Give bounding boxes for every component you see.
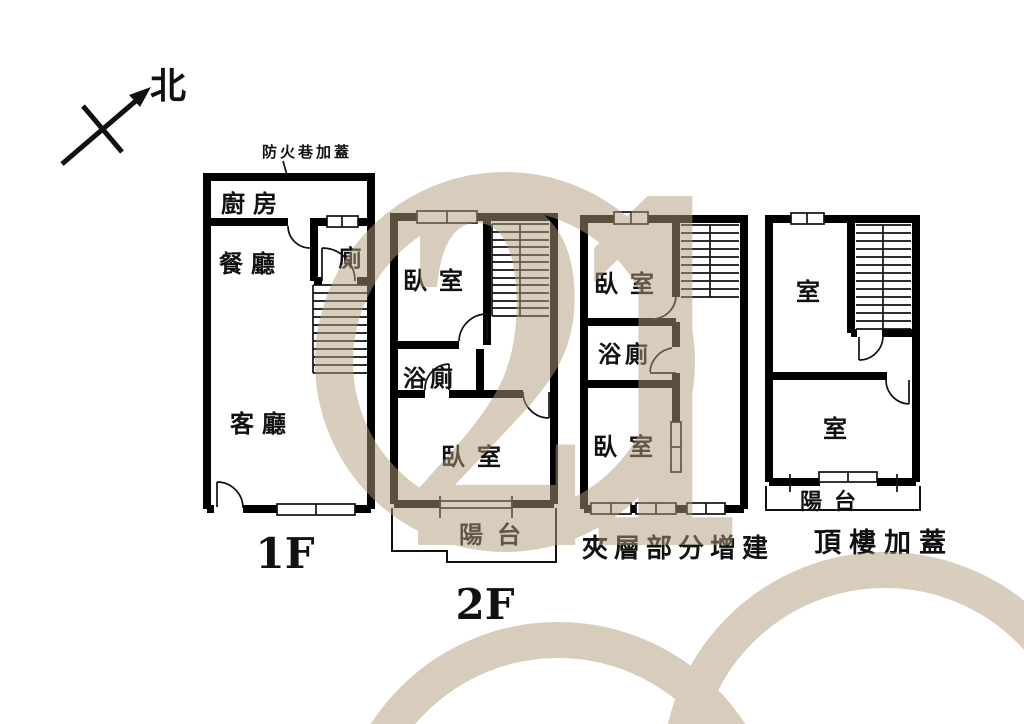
f2-bedroom2-door xyxy=(522,391,550,419)
floor1-label: 1F xyxy=(255,529,314,578)
f2-bathroom-walls xyxy=(394,349,523,398)
watermark: 2 1 xyxy=(315,105,1024,724)
compass-north-label: 北 xyxy=(150,66,186,107)
mz-outer-wall xyxy=(580,215,748,509)
rf-bottom-window xyxy=(789,471,898,492)
watermark-digit-1: 1 xyxy=(559,105,762,657)
f2-bedroom1-door xyxy=(458,313,488,342)
north-arrow-head xyxy=(129,87,151,107)
rf-stair-door xyxy=(858,335,884,361)
rf-balcony-outline xyxy=(765,486,921,511)
f1-kitchen-door xyxy=(287,225,311,249)
dining-label: 餐廳 xyxy=(219,250,283,278)
watermark-ring-bottom-center xyxy=(370,622,746,724)
rf-outer-wall xyxy=(765,215,920,482)
north-arrow-cross xyxy=(81,104,124,154)
rf-room-bottom-label: 室 xyxy=(823,415,847,443)
compass: 北 xyxy=(60,66,186,166)
living-label: 客廳 xyxy=(230,410,294,438)
f2-stairs xyxy=(491,223,549,317)
f2-bedroom-bottom-label: 臥室 xyxy=(441,443,513,471)
f1-kitchen-window xyxy=(326,215,359,228)
mezzanine-label: 夾層部分增建 xyxy=(582,533,774,564)
floor2-label: 2F xyxy=(455,580,514,629)
rooftop-plan: 室 室 陽台 頂樓加蓋 xyxy=(765,212,946,559)
f2-bathroom-label: 浴廁 xyxy=(403,365,457,392)
f1-living-window xyxy=(276,503,356,516)
mz-bathroom-label: 浴廁 xyxy=(598,341,652,368)
rf-balcony-label: 陽台 xyxy=(800,489,868,515)
rf-stair-walls xyxy=(847,219,916,337)
f1-outer-wall xyxy=(203,173,375,509)
fire-lane-annotation: 防火巷加蓋 xyxy=(262,143,352,161)
rf-room-top-label: 室 xyxy=(796,278,820,306)
f2-balcony-outline xyxy=(391,508,557,563)
north-arrow-shaft xyxy=(60,97,140,166)
watermark-ring xyxy=(315,172,695,552)
rf-stairs xyxy=(856,224,911,330)
rf-top-window xyxy=(790,212,825,225)
mz-stairs xyxy=(681,224,739,298)
watermark-ring-bottom-right xyxy=(667,552,1024,724)
watermark-digit-2: 2 xyxy=(399,105,602,657)
annotation-leader-line xyxy=(282,160,288,176)
rf-room-door xyxy=(885,379,910,405)
f2-bedroom-top-label: 臥室 xyxy=(403,267,475,295)
kitchen-label: 廚房 xyxy=(221,190,285,218)
f1-entry-door xyxy=(216,481,244,509)
f2-bathroom-door xyxy=(424,363,450,391)
